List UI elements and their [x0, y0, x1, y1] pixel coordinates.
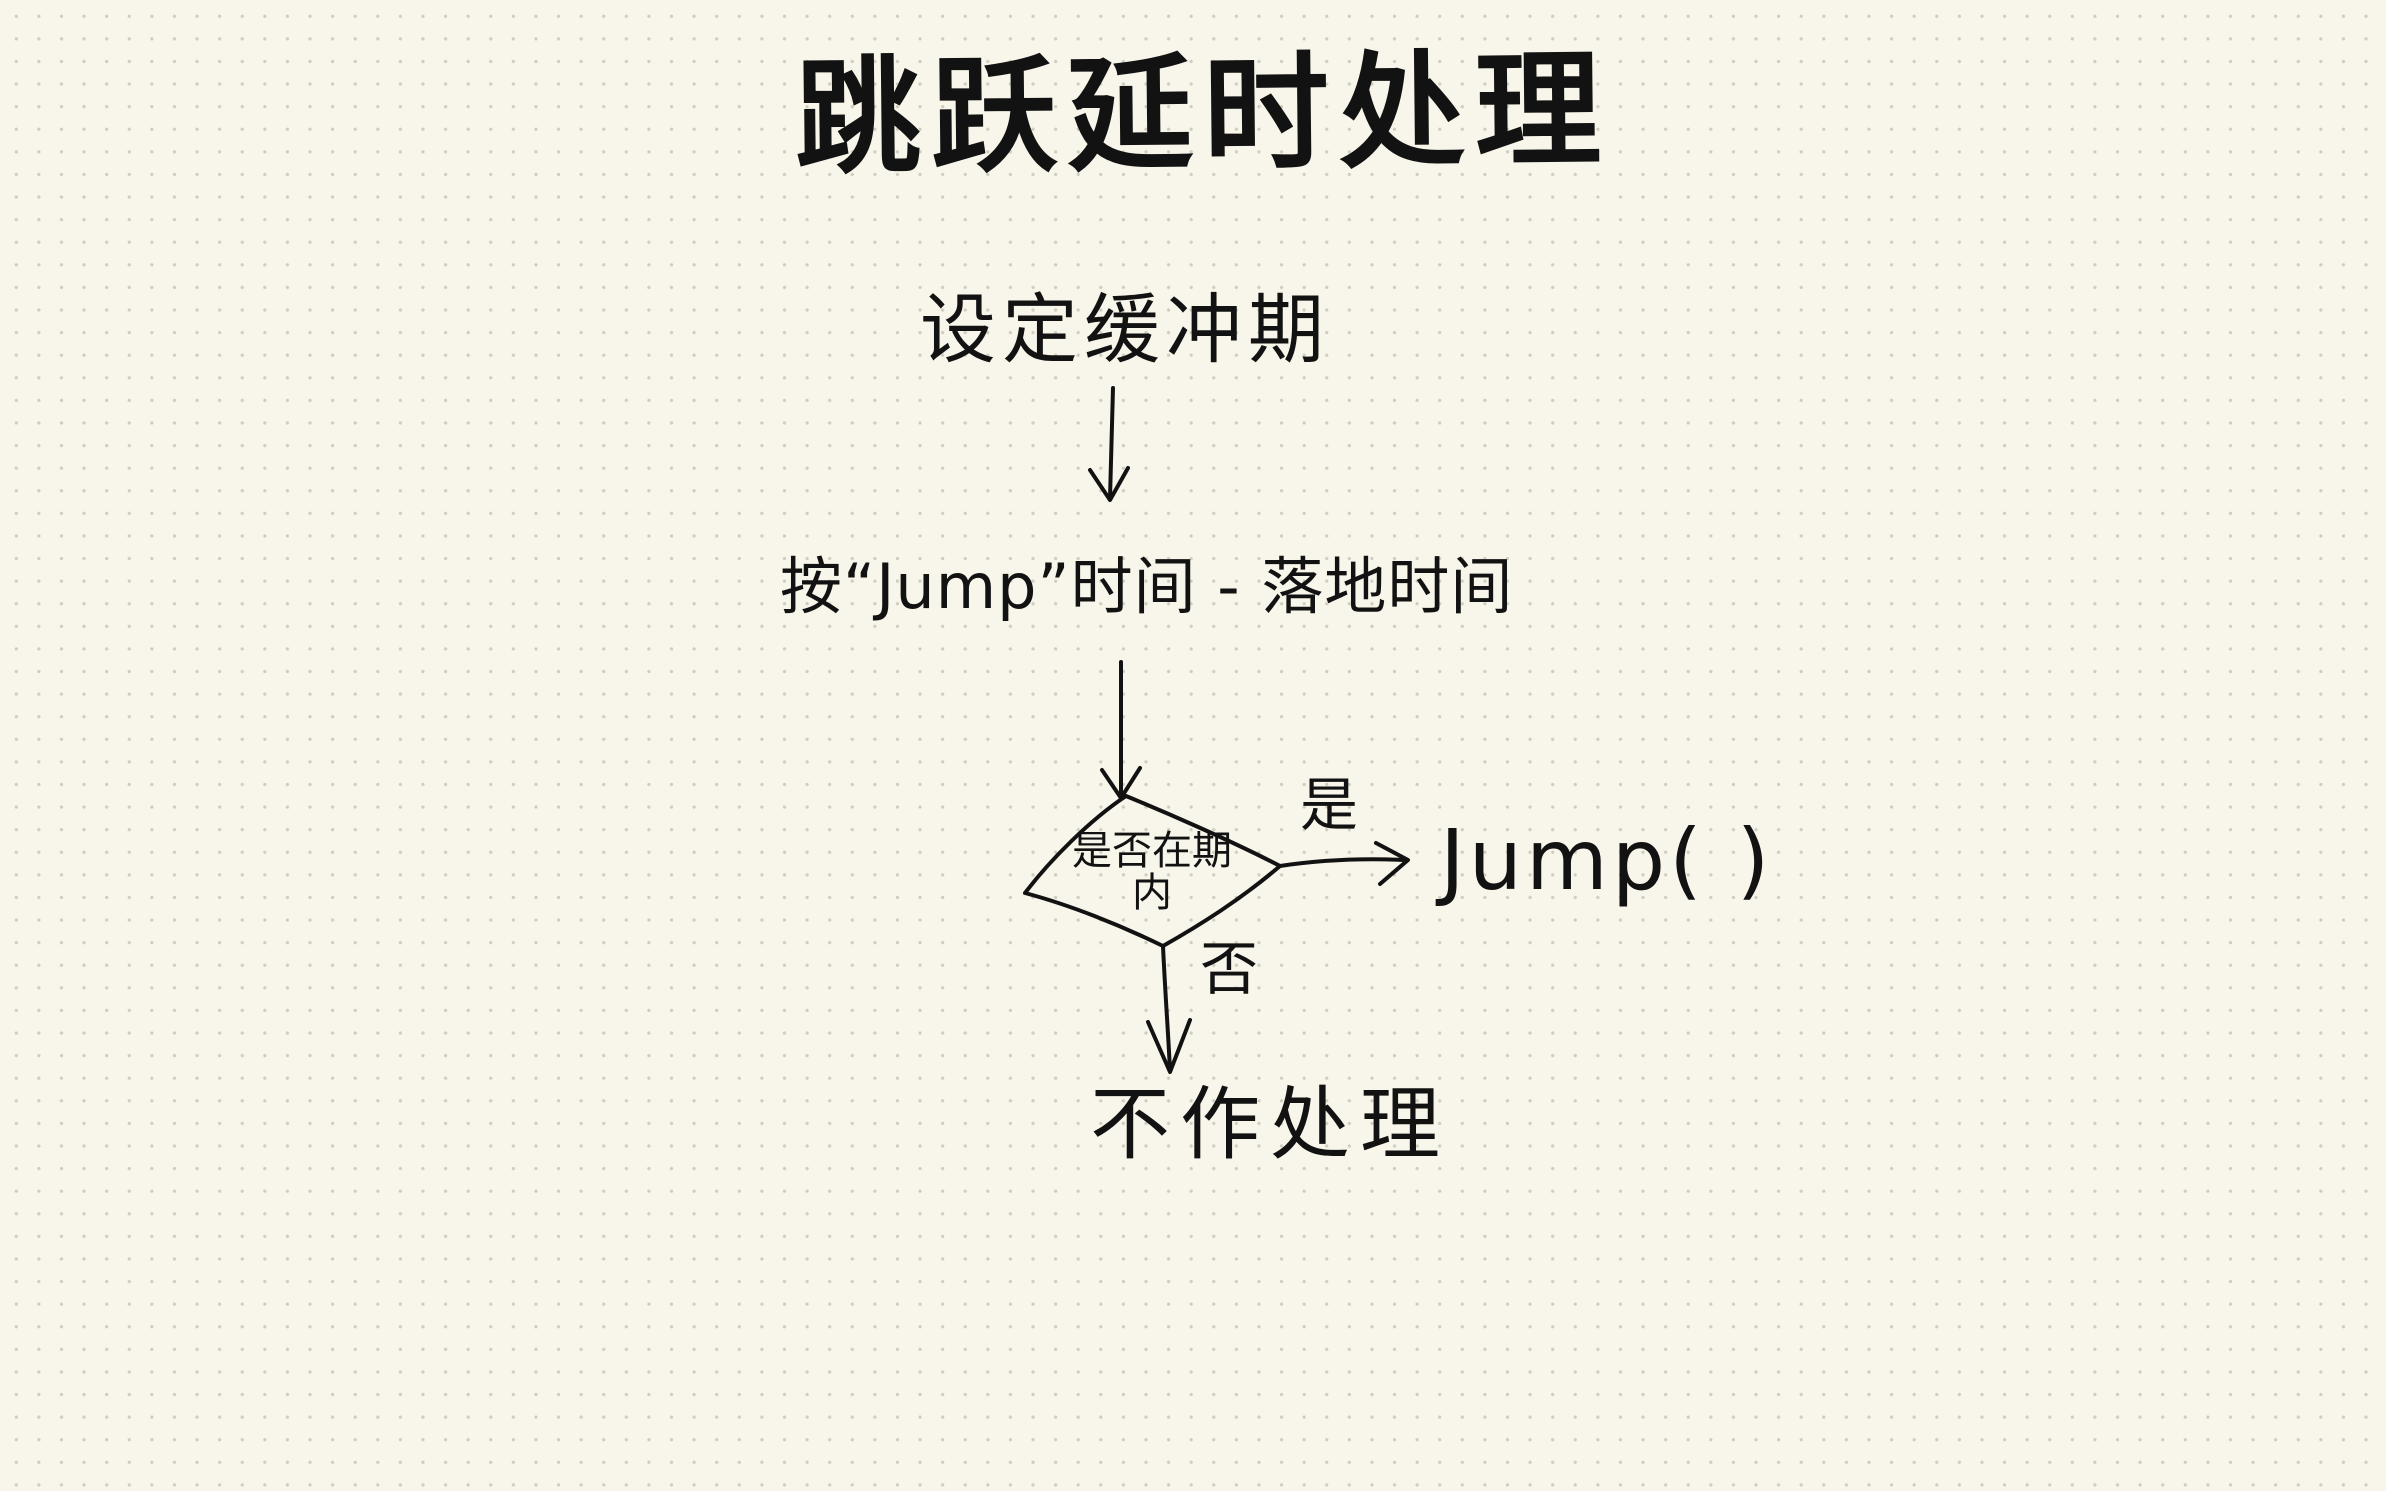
arrow-set-to-compute — [1108, 386, 1115, 500]
arrowhead-no — [1146, 1018, 1192, 1074]
node-no-action: 不作处理 — [1090, 1078, 1450, 1171]
edge-label-no: 否 — [1200, 935, 1259, 1003]
node-jump-call: Jump( ) — [1440, 811, 1774, 909]
arrowhead-yes — [1374, 841, 1410, 886]
node-set-buffer: 设定缓冲期 — [920, 285, 1330, 374]
arrow-no — [1161, 944, 1172, 1072]
arrow-yes — [1278, 857, 1407, 868]
edge-label-yes: 是 — [1300, 771, 1359, 839]
arrowhead-set-to-compute — [1088, 466, 1130, 502]
node-compute-time: 按“Jump”时间 - 落地时间 — [780, 550, 1514, 623]
node-decision: 是否在期内 — [1072, 828, 1232, 916]
diagram-title: 跳跃延时处理 — [794, 36, 1612, 193]
